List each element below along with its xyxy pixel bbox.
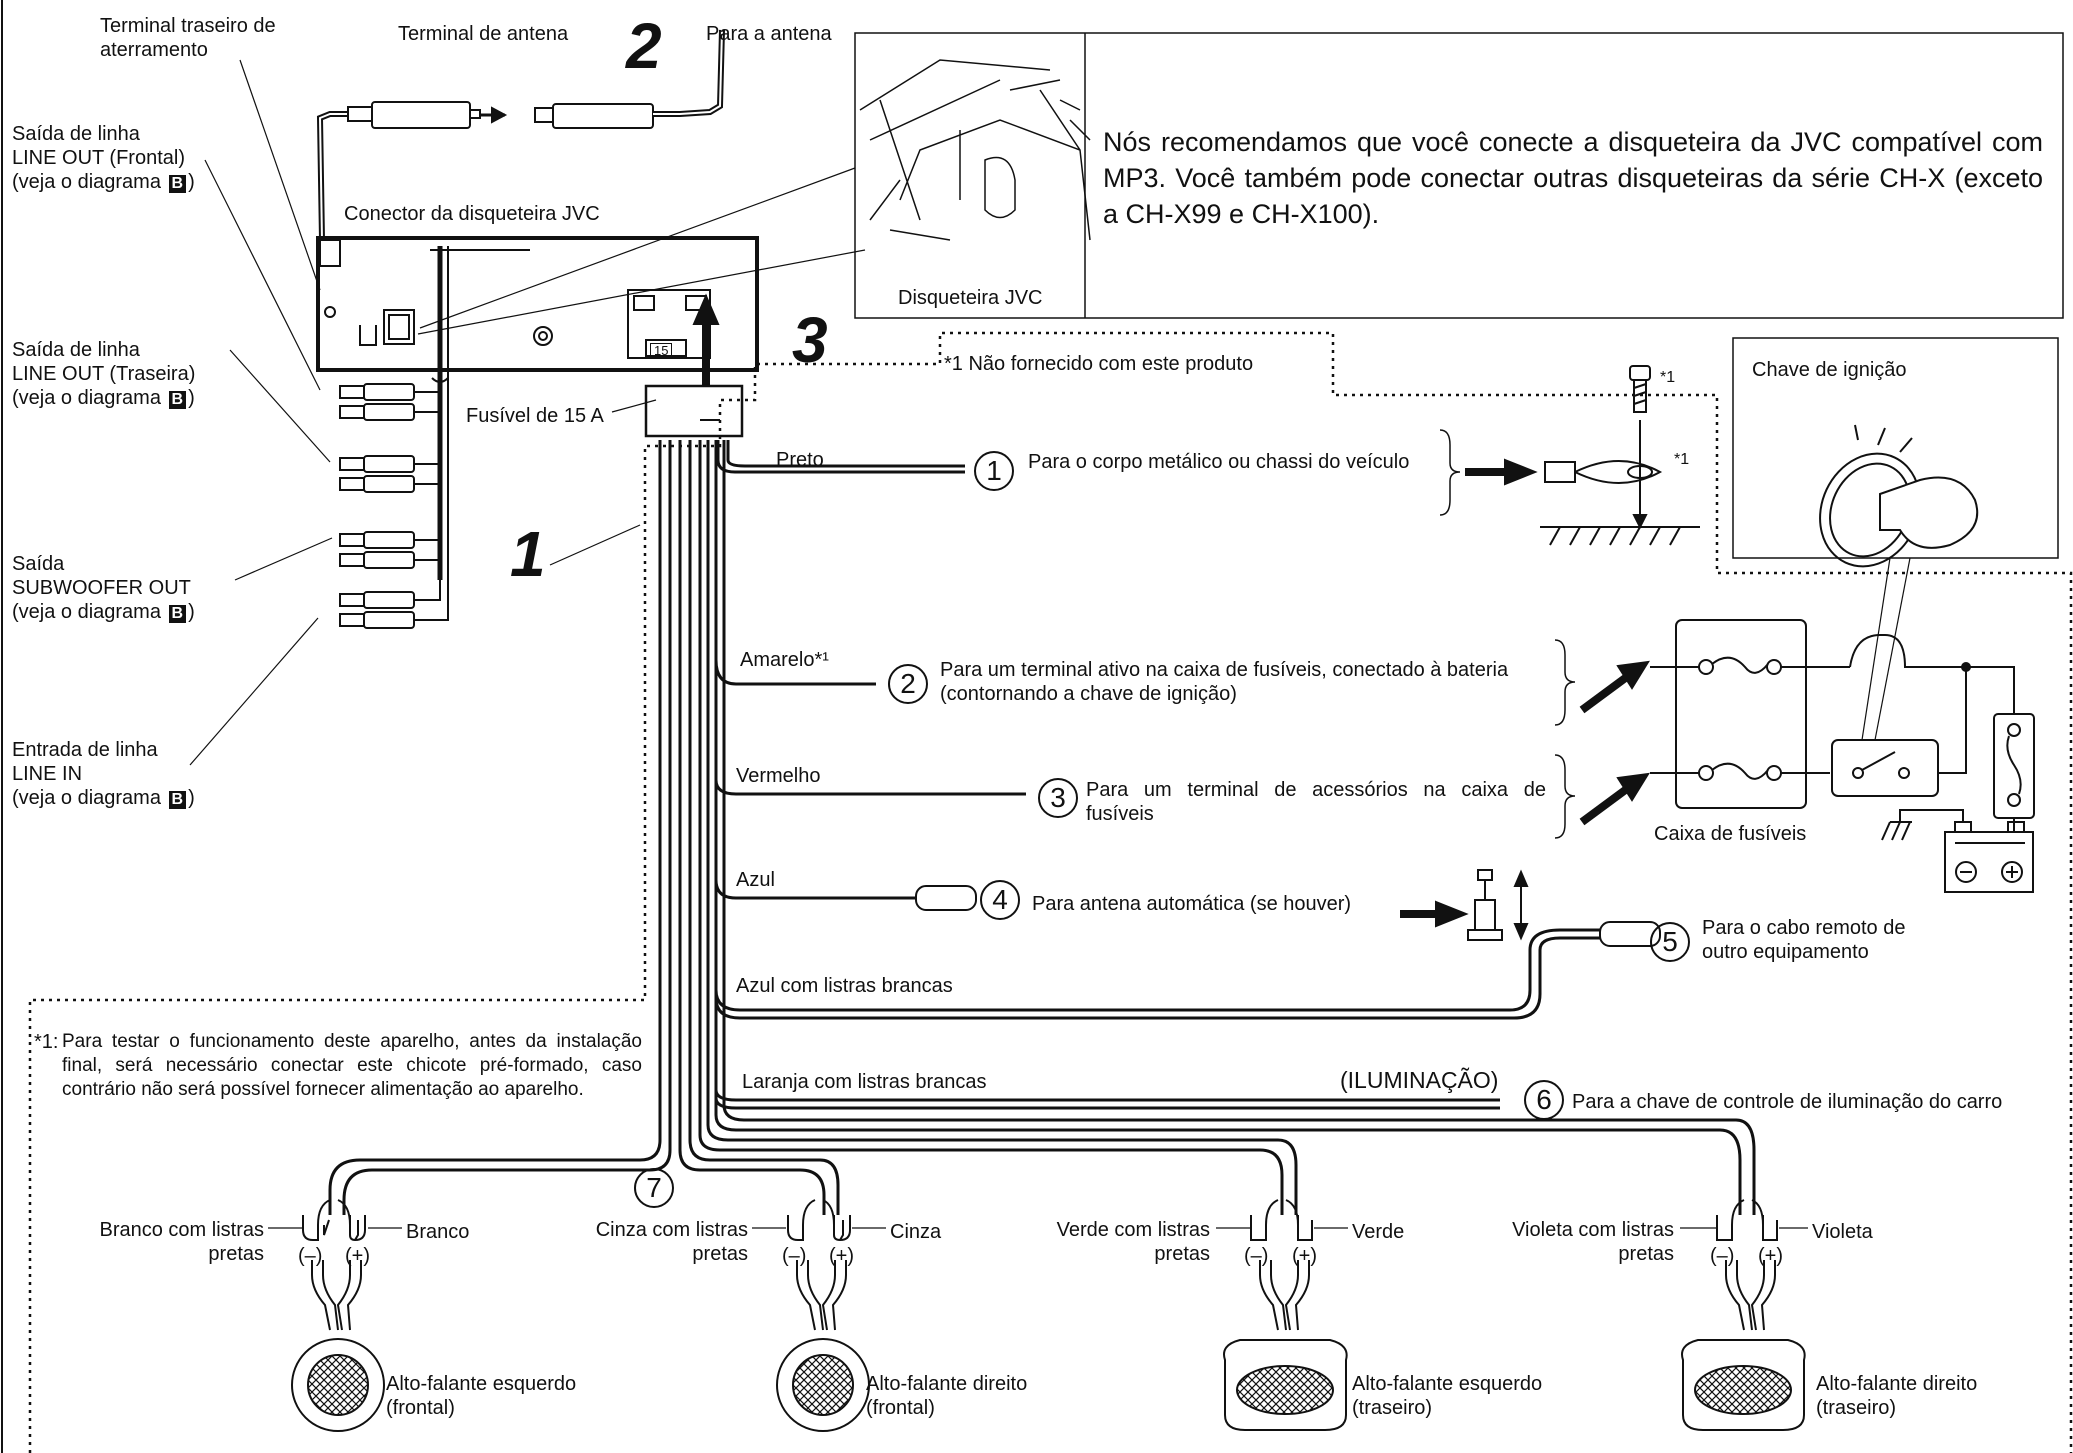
speaker-3-pos-wire: Verde [1352, 1221, 1405, 1243]
diagram-ref-badge: B [168, 605, 187, 623]
ignition-box [1732, 337, 2059, 559]
changer-connector-label: Conector da disqueteira JVC [344, 203, 600, 225]
test-note-mark: *1: [34, 1031, 59, 1053]
speaker-front-left-art [291, 1199, 385, 1432]
wire-color-black: Preto [776, 449, 824, 471]
step-number-2: 2 [626, 10, 662, 82]
speaker-4-name: Alto-falante direito(traseiro) [1816, 1373, 1978, 1419]
rear-ground-label: Terminal traseiro de aterramento [100, 15, 276, 61]
speaker-4-pos-wire: Violeta [1812, 1221, 1873, 1243]
main-connector [644, 384, 744, 438]
line-in-label: Entrada de linha LINE IN (veja o diagram… [12, 739, 195, 809]
changer-box [854, 32, 2064, 319]
rca-rear [339, 455, 440, 493]
changer-recommendation: Nós recomendamos que você conecte a disq… [1103, 127, 2043, 229]
rca-in [339, 580, 449, 629]
speaker-2-neg-mark: (–) [782, 1245, 807, 1267]
speaker-1-name: Alto-falante esquerdo(frontal) [386, 1373, 577, 1419]
radio-unit [316, 236, 759, 372]
wire-desc-1: Para o corpo metálico ou chassi do veícu… [1028, 451, 1410, 473]
wire-desc-2: Para um terminal ativo na caixa de fusív… [940, 659, 1509, 705]
speaker-4-neg-mark: (–) [1710, 1245, 1735, 1267]
rear-out-label: Saída de linha LINE OUT (Traseira) (veja… [12, 339, 196, 409]
fuse-box-label: Caixa de fusíveis [1654, 823, 1807, 845]
fuse-box [1675, 619, 1807, 809]
speaker-2-pos-mark: (+) [829, 1245, 854, 1267]
speaker-1-neg-mark: (–) [298, 1245, 323, 1267]
wire-number-2: 2 [888, 664, 928, 704]
speaker-3-name: Alto-falante esquerdo(traseiro) [1352, 1373, 1543, 1419]
speaker-2-pos-wire: Cinza [890, 1221, 942, 1243]
wire-number-5: 5 [1650, 922, 1690, 962]
rca-sub [339, 531, 440, 569]
rca-front [339, 383, 440, 421]
wire-number-3: 3 [1038, 778, 1078, 818]
wire-color-blue-white: Azul com listras brancas [736, 975, 953, 997]
diagram-ref-badge: B [168, 791, 187, 809]
diagram-ref-badge: B [168, 391, 187, 409]
speaker-1-pos-wire: Branco [406, 1221, 470, 1243]
wire-desc-6: Para a chave de controle de iluminação d… [1572, 1091, 2003, 1113]
illumination-tag: (ILUMINAÇÃO) [1340, 1067, 1499, 1093]
front-out-label: Saída de linha LINE OUT (Frontal) (veja … [12, 123, 195, 193]
speaker-3-neg-mark: (–) [1244, 1245, 1269, 1267]
step-number-1: 1 [510, 518, 546, 590]
ring-mark: *1 [1674, 451, 1690, 468]
step-number-3: 3 [792, 304, 828, 376]
screw-mark: *1 [1660, 369, 1676, 386]
speaker-rear-right-art [1681, 1199, 1806, 1431]
wire-number-1: 1 [974, 451, 1014, 491]
wire-number-7: 7 [634, 1168, 674, 1208]
changer-label: Disqueteira JVC [898, 287, 1043, 309]
wire-color-yellow: Amarelo*¹ [740, 649, 829, 671]
speaker-4-pos-mark: (+) [1758, 1245, 1783, 1267]
speaker-rear-left-art [1223, 1199, 1348, 1431]
fuse-label: Fusível de 15 A [466, 405, 604, 427]
speaker-1-pos-mark: (+) [345, 1245, 370, 1267]
wire-color-orange-white: Laranja com listras brancas [742, 1071, 987, 1093]
wire-color-red: Vermelho [736, 765, 821, 787]
diagram-ref-badge: B [168, 175, 187, 193]
speaker-2-name: Alto-falante direito(frontal) [866, 1373, 1028, 1419]
to-antenna-label: Para a antena [706, 23, 832, 45]
wire-desc-4: Para antena automática (se houver) [1032, 893, 1352, 915]
test-note-text: Para testar o funcionamento deste aparel… [62, 1031, 642, 1100]
speaker-front-right-art [776, 1199, 870, 1432]
sub-out-label: Saída SUBWOOFER OUT (veja o diagrama B) [12, 553, 195, 623]
dotted-enclosure [28, 331, 2073, 1453]
wire-color-blue: Azul [736, 869, 775, 891]
wire-number-6: 6 [1524, 1080, 1564, 1120]
not-supplied-note: *1 Não fornecido com este produto [944, 353, 1254, 375]
ignition-label: Chave de ignição [1752, 359, 1907, 381]
speaker-3-pos-mark: (+) [1292, 1245, 1317, 1267]
wire-desc-5: Para o cabo remoto de outro equipamento [1702, 917, 1906, 963]
fuse-badge: 15 [650, 343, 673, 359]
antenna-terminal-label: Terminal de antena [398, 23, 569, 45]
wire-desc-3: Para um terminal de acessórios na caixa … [1086, 779, 1546, 825]
wire-number-4: 4 [980, 880, 1020, 920]
